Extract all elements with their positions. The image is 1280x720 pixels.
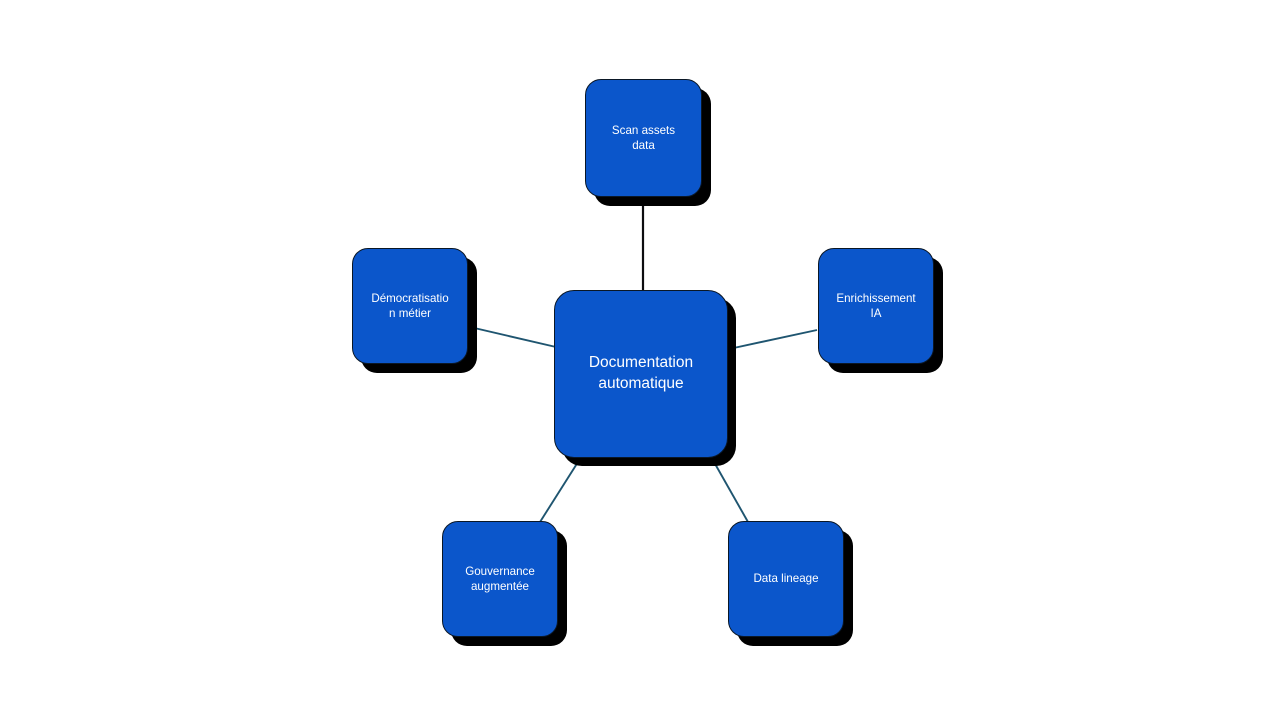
node-label-documentation-automatique: Documentation automatique [588,354,694,392]
node-democratisation-metier[interactable]: Démocratisatio n métier [352,248,468,364]
connector-enrichissement-ia [728,329,818,350]
connector-democratisation-metier [469,326,557,348]
node-label-democratisation-metier: Démocratisatio n métier [371,291,449,320]
node-label-data-lineage: Data lineage [753,572,819,586]
node-scan-assets-data[interactable]: Scan assets data [585,79,702,197]
connector-data-lineage [713,461,749,523]
node-gouvernance-augmentee[interactable]: Gouvernance augmentée [442,521,558,637]
connector-gouvernance-augmentee [539,461,579,523]
node-label-gouvernance-augmentee: Gouvernance augmentée [465,564,535,593]
node-label-enrichissement-ia: Enrichissement IA [836,291,916,320]
node-label-scan-assets-data: Scan assets data [611,123,676,152]
node-enrichissement-ia[interactable]: Enrichissement IA [818,248,934,364]
node-documentation-automatique[interactable]: Documentation automatique [554,290,728,458]
node-data-lineage[interactable]: Data lineage [728,521,844,637]
